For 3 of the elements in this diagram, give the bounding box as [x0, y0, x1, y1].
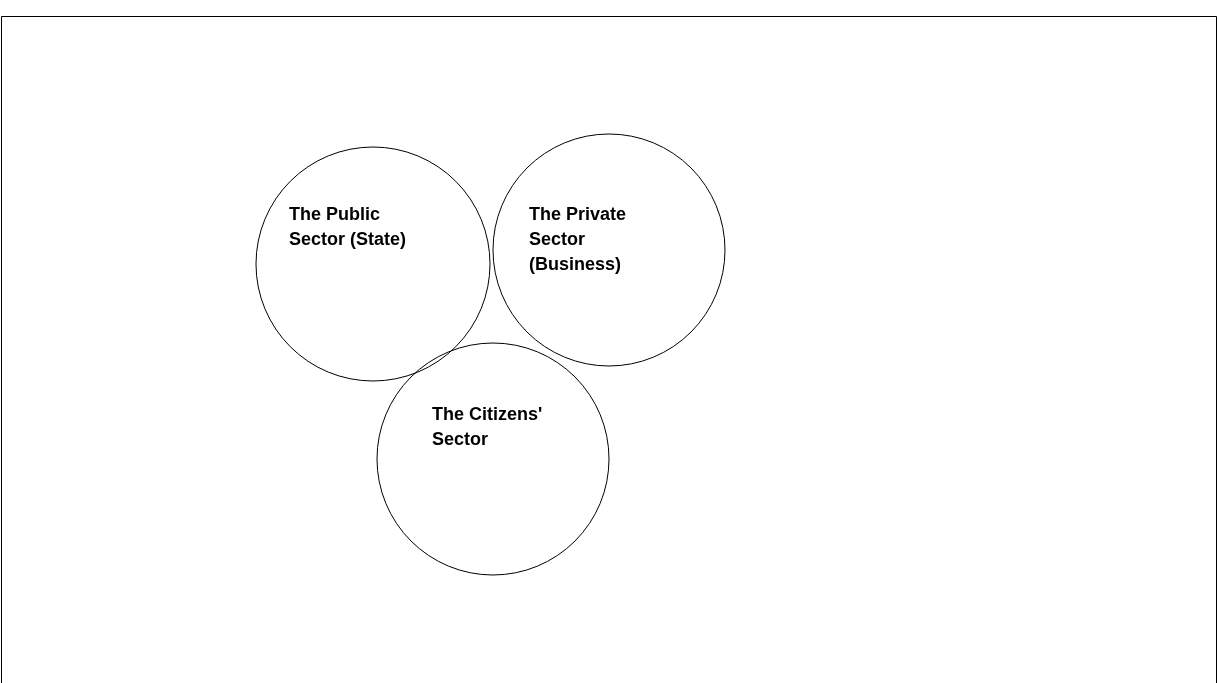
sector-label: The Citizens' Sector — [432, 403, 544, 451]
sector-label: The Private Sector (Business) — [529, 203, 628, 276]
sector-label: The Public Sector (State) — [289, 203, 408, 251]
